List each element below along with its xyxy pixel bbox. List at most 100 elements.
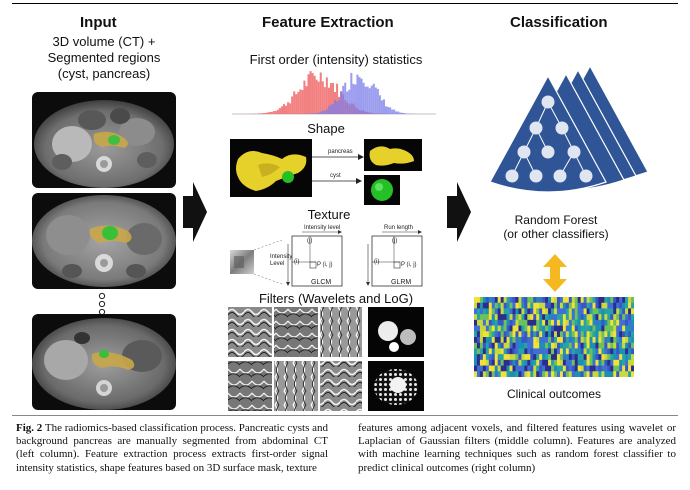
heatmap-cell	[545, 331, 549, 338]
heatmap-cell	[548, 325, 552, 332]
heatmap-cell	[613, 371, 617, 377]
heatmap-cell	[610, 297, 614, 304]
texture-j-right: (j)	[392, 238, 398, 244]
heatmap-cell	[500, 348, 504, 355]
heatmap-cell	[577, 308, 581, 315]
texture-pij-right: P (i, j)	[401, 262, 417, 268]
heatmap-cell	[565, 325, 570, 332]
heatmap-cell	[613, 337, 617, 344]
heatmap-cell	[565, 365, 570, 372]
heatmap-cell	[497, 365, 501, 372]
heatmap-cell	[598, 359, 602, 366]
heatmap-cell	[527, 314, 531, 321]
heatmap-cell	[551, 342, 555, 349]
heatmap-cell	[601, 325, 605, 332]
heatmap-cell	[607, 297, 611, 304]
heatmap-cell	[494, 365, 499, 372]
heatmap-cell	[613, 354, 617, 361]
heatmap-cell	[580, 342, 584, 349]
heatmap-cell	[512, 319, 516, 326]
heatmap-cell	[556, 302, 561, 309]
histogram-bar-red	[276, 109, 279, 114]
heatmap-cell	[571, 337, 576, 344]
tree-node	[529, 169, 543, 183]
heatmap-cell	[559, 302, 564, 309]
heatmap-cell	[562, 302, 567, 309]
heatmap-cell	[562, 365, 567, 372]
shape-label: Shape	[307, 121, 345, 136]
histogram-bar-blue	[387, 106, 390, 114]
heatmap-cell	[592, 325, 596, 332]
heatmap-cell	[554, 359, 558, 366]
heatmap-cell	[536, 325, 540, 332]
heatmap-cell	[551, 371, 555, 377]
histogram-bar-red	[325, 77, 328, 114]
heatmap-cell	[494, 314, 499, 321]
heatmap-cell	[577, 331, 581, 338]
input-subtitle: 3D volume (CT) + Segmented regions (cyst…	[28, 34, 180, 82]
heatmap-cell	[474, 297, 478, 304]
heatmap-cell	[604, 348, 608, 355]
heatmap-cell	[533, 308, 537, 315]
tree-node	[579, 169, 593, 183]
histogram-bar-blue	[344, 82, 347, 114]
heatmap-cell	[548, 331, 552, 338]
heatmap-cell	[474, 331, 478, 338]
heatmap-cell	[474, 365, 478, 372]
histogram-bar-red	[289, 103, 292, 114]
heatmap-cell	[616, 371, 620, 377]
histogram-bar-blue	[311, 113, 314, 114]
tree-node	[553, 169, 567, 183]
heatmap-cell	[589, 337, 593, 344]
heatmap-cell	[533, 319, 537, 326]
heatmap-cell	[628, 359, 632, 366]
histogram-bar-blue	[325, 109, 328, 114]
heatmap-cell	[592, 342, 596, 349]
heatmap-cell	[479, 371, 484, 377]
tree-node	[529, 121, 543, 135]
heatmap-cell	[607, 337, 611, 344]
heatmap-cell	[479, 325, 484, 332]
heatmap-cell	[607, 302, 611, 309]
heatmap-cell	[524, 365, 528, 372]
heatmap-cell	[616, 342, 620, 349]
heatmap-cell	[589, 348, 593, 355]
bidirectional-arrow-icon	[543, 254, 567, 292]
heatmap-cell	[601, 314, 605, 321]
heatmap-cell	[577, 348, 581, 355]
heatmap-cell	[554, 302, 558, 309]
heatmap-cell	[533, 331, 537, 338]
heatmap-cell	[545, 325, 549, 332]
heatmap-cell	[545, 314, 549, 321]
heatmap-cell	[482, 325, 487, 332]
histogram-bar-red	[297, 91, 300, 114]
heatmap-cell	[628, 308, 632, 315]
histogram-bar-red	[291, 96, 294, 114]
arrow-right-icon	[183, 182, 207, 242]
heatmap-cell	[571, 297, 576, 304]
heatmap-cell	[512, 331, 516, 338]
heatmap-cell	[476, 365, 481, 372]
histogram-bar-blue	[358, 77, 361, 114]
heatmap-cell	[515, 331, 519, 338]
heatmap-cell	[604, 359, 608, 366]
heatmap-cell	[616, 319, 620, 326]
figure-caption-right-text: features among adjacent voxels, and filt…	[358, 422, 676, 474]
heatmap-cell	[598, 325, 602, 332]
feature-extraction-title: Feature Extraction	[262, 14, 394, 31]
heatmap-cell	[613, 297, 617, 304]
heatmap-cell	[586, 371, 590, 377]
heatmap-cell	[485, 342, 490, 349]
heatmap-cell	[485, 348, 490, 355]
caption-divider	[12, 415, 678, 416]
heatmap-cell	[539, 348, 543, 355]
heatmap-cell	[539, 342, 543, 349]
histogram-bar-blue	[360, 78, 363, 114]
heatmap-cell	[506, 354, 510, 361]
histogram-bar-blue	[329, 104, 332, 114]
heatmap-cell	[616, 359, 620, 366]
heatmap-cell	[562, 331, 567, 338]
heatmap-cell	[595, 359, 599, 366]
heatmap-cell	[568, 342, 573, 349]
